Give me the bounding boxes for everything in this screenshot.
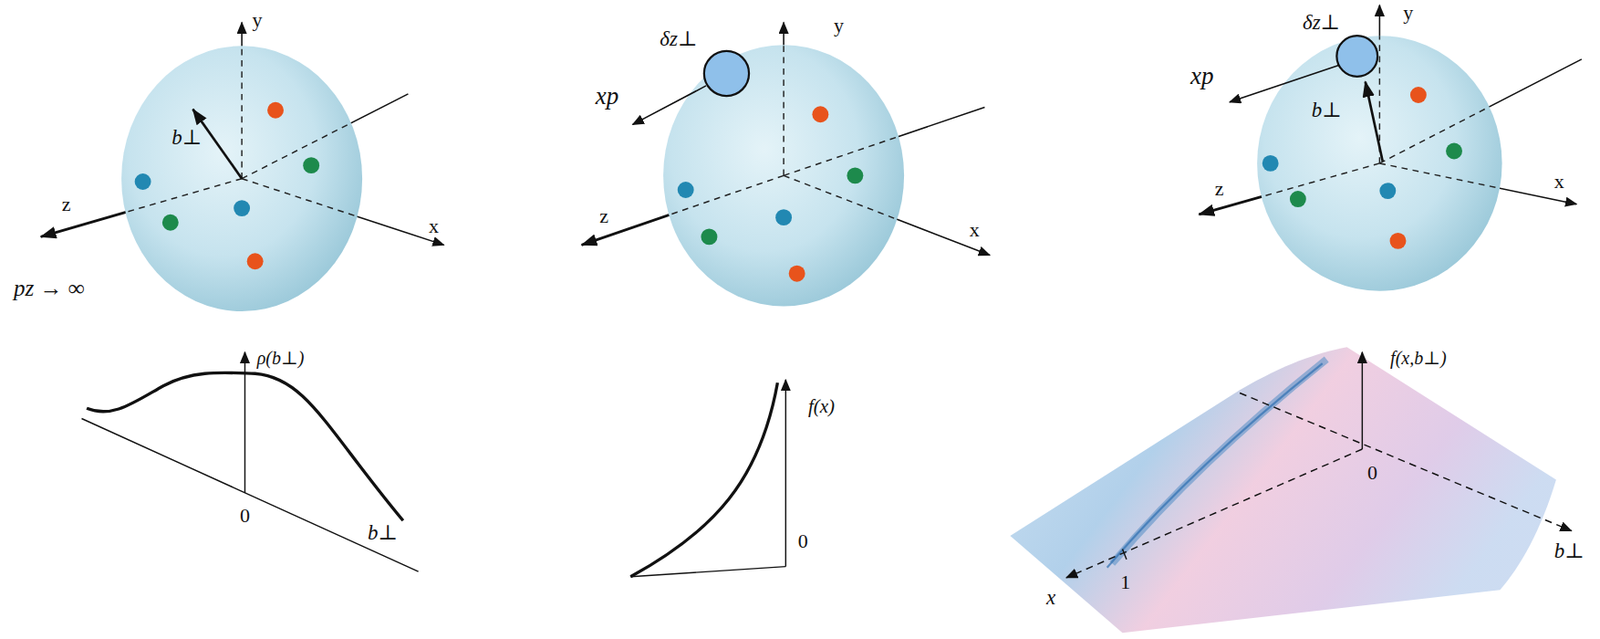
axis-label: z bbox=[62, 193, 72, 216]
axis-label: b⊥ bbox=[367, 520, 398, 544]
axis-label: b⊥ bbox=[1311, 98, 1342, 122]
axis-label: y bbox=[251, 9, 262, 32]
axis-label: xp bbox=[595, 83, 619, 111]
axis-label: 0 bbox=[798, 529, 809, 552]
axis-label: f(x,b⊥) bbox=[1390, 347, 1447, 368]
axis-label: 1 bbox=[1120, 571, 1131, 593]
axis-label: δz⊥ bbox=[659, 27, 697, 51]
axis-label: 0 bbox=[239, 504, 250, 527]
axis-label: x bbox=[428, 215, 439, 238]
axis-label: x bbox=[969, 218, 980, 241]
axis-label: y bbox=[1402, 1, 1413, 24]
axis-label: x bbox=[1554, 170, 1565, 193]
axis-label: y bbox=[833, 14, 844, 37]
axis-label: b⊥ bbox=[1554, 539, 1585, 562]
axis-label: ρ(b⊥) bbox=[257, 347, 305, 368]
axis-label: xp bbox=[1190, 62, 1214, 91]
axis-label: z bbox=[599, 205, 609, 228]
axis-label: x bbox=[1046, 585, 1056, 609]
axis-label: δz⊥ bbox=[1302, 10, 1341, 34]
axis-label: b⊥ bbox=[171, 125, 202, 149]
axis-label: 0 bbox=[1367, 461, 1378, 484]
axis-label: f(x) bbox=[808, 395, 835, 417]
axis-label: z bbox=[1215, 177, 1225, 200]
axis-label: pz → ∞ bbox=[13, 275, 85, 302]
